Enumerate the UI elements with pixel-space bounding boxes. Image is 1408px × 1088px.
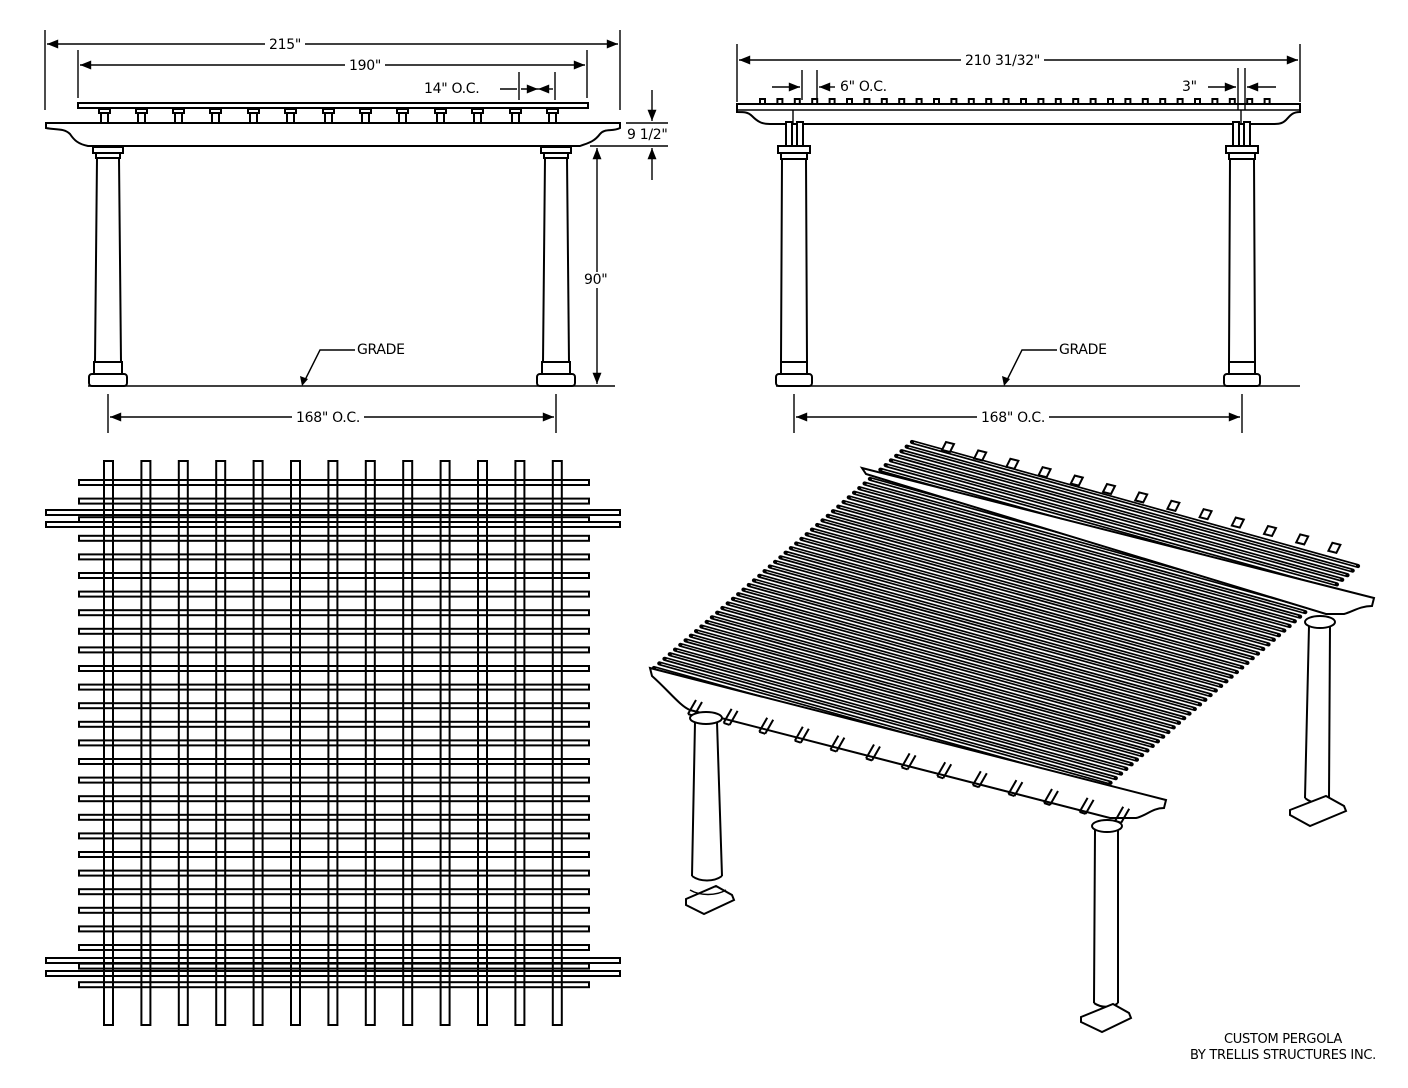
grade-label-side: GRADE xyxy=(1059,342,1107,358)
isometric-view xyxy=(648,439,1376,1034)
dim-column-spacing-side: 168" O.C. xyxy=(977,410,1050,426)
iso-column-back-right xyxy=(1289,615,1348,828)
drawing-company: BY TRELLIS STRUCTURES INC. xyxy=(1189,1048,1376,1063)
dim-rafter-spacing: 14" O.C. xyxy=(420,81,484,97)
dim-overall-length-front: 215" xyxy=(265,37,305,53)
dim-column-spacing-front: 168" O.C. xyxy=(292,410,365,426)
front-left-column xyxy=(88,146,128,387)
iso-column-front-right xyxy=(1080,819,1133,1034)
dim-end-overhang: 3" xyxy=(1182,79,1197,95)
front-elevation xyxy=(44,30,668,433)
side-elevation xyxy=(736,44,1301,433)
dim-slat-spacing: 6" O.C. xyxy=(840,79,887,95)
dim-beam-depth: 9 1/2" xyxy=(627,127,668,143)
side-right-column xyxy=(1223,110,1261,387)
dim-overall-length-side: 210 31/32" xyxy=(961,53,1044,69)
iso-column-back-left xyxy=(685,711,736,916)
plan-view xyxy=(45,460,621,1026)
dim-rafter-span: 190" xyxy=(345,58,385,74)
grade-label-front: GRADE xyxy=(357,342,405,358)
title-block: CUSTOM PERGOLA BY TRELLIS STRUCTURES INC… xyxy=(1190,1032,1376,1064)
drawing-title: CUSTOM PERGOLA xyxy=(1223,1032,1342,1047)
side-left-column xyxy=(775,110,813,387)
front-right-column xyxy=(536,146,576,387)
dim-column-height: 90" xyxy=(583,272,609,288)
